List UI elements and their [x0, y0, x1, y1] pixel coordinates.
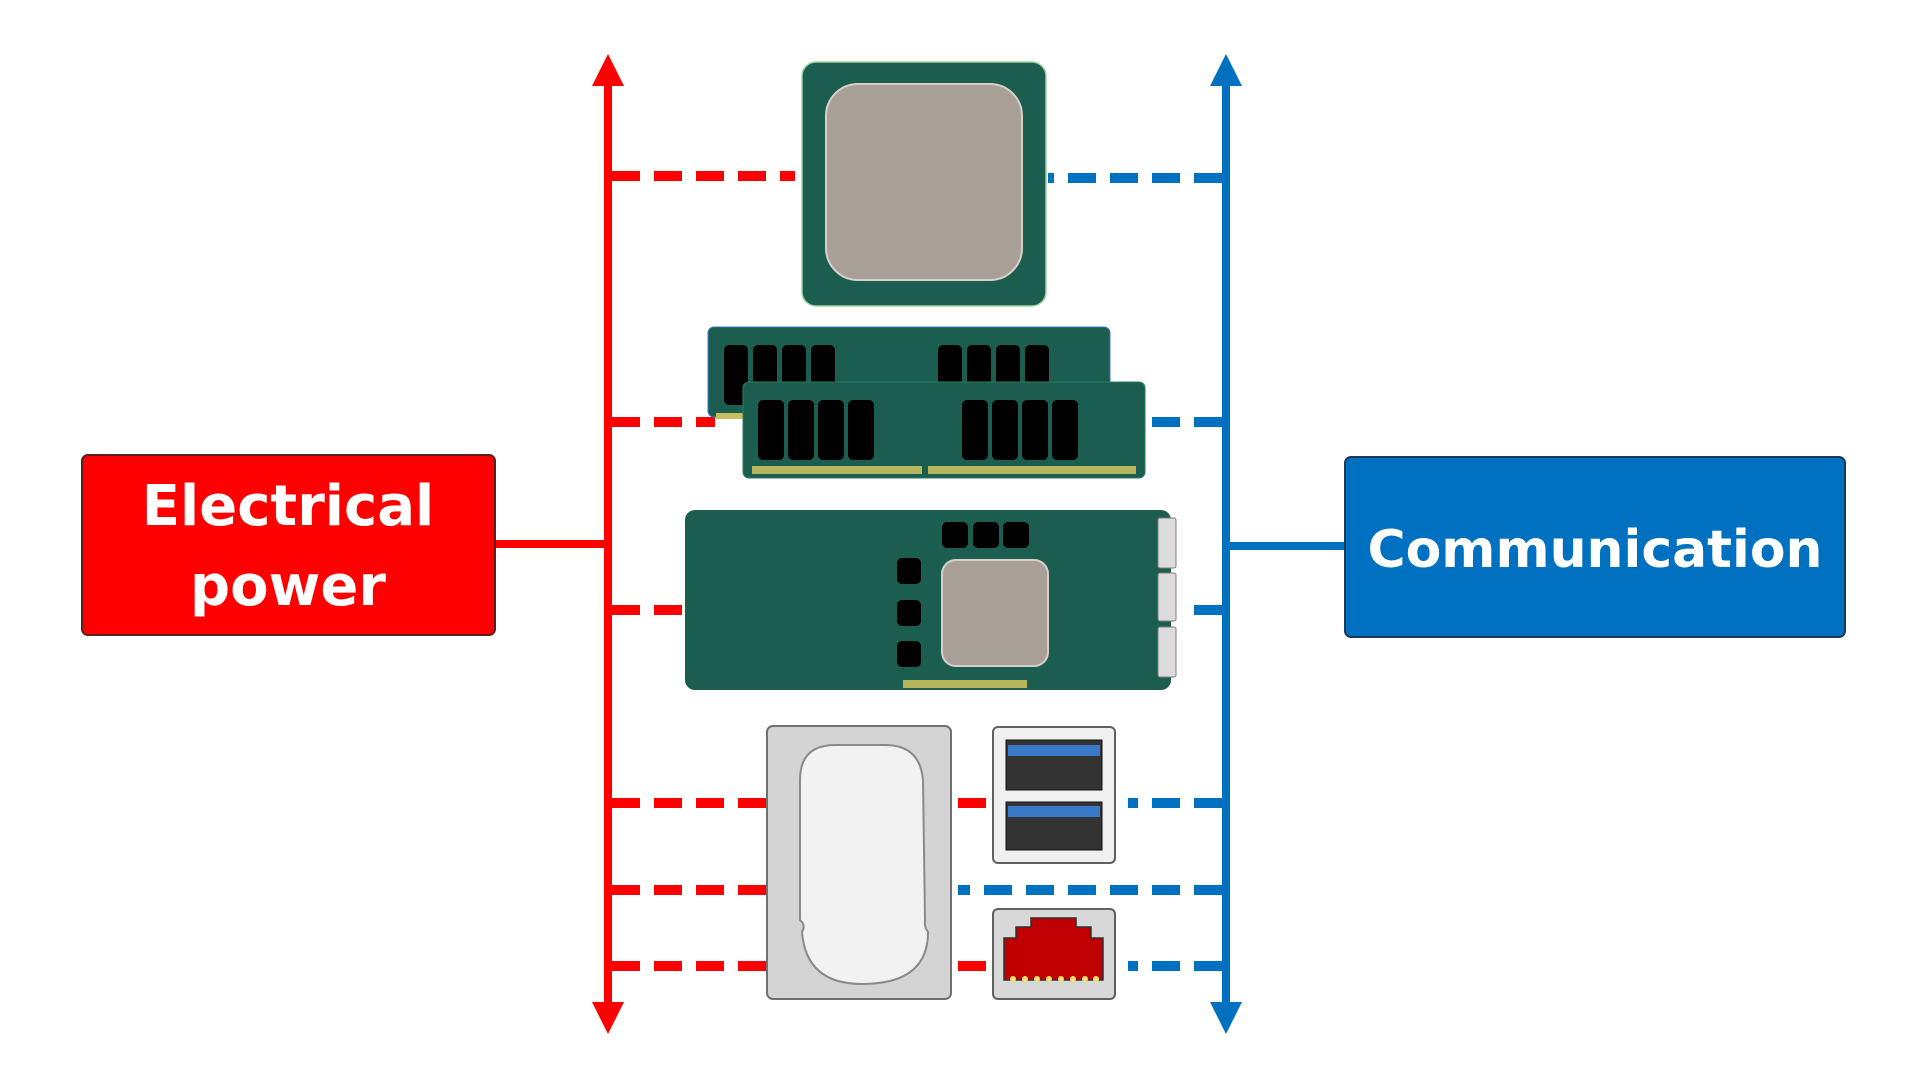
expansion-card-ports [1157, 517, 1177, 678]
usb-port-top [1005, 739, 1103, 791]
electrical-power-label-line2: power [190, 554, 386, 619]
ram-gold-contacts-left [752, 466, 922, 474]
communication-label: Communication [1368, 520, 1823, 580]
ram-module-front [742, 381, 1146, 479]
usb-ports-icon [992, 726, 1116, 864]
ethernet-port-icon [992, 908, 1116, 1000]
power-bus [495, 54, 1005, 1034]
expansion-card-processor [941, 559, 1049, 667]
hdd-platter [799, 744, 930, 986]
ram-gold-contacts-right [928, 466, 1136, 474]
ethernet-port-pins [1010, 976, 1099, 982]
power-dashed-links [612, 171, 1005, 971]
expansion-card-gold-contacts [903, 680, 1027, 688]
electrical-power-box: Electrical power [81, 454, 496, 636]
communication-bus [958, 54, 1345, 1034]
ram-icon [707, 326, 1146, 479]
hdd-icon [766, 725, 952, 1000]
electrical-power-label-line1: Electrical [142, 474, 434, 539]
cpu-icon [801, 61, 1047, 307]
usb-port-bottom [1005, 801, 1103, 851]
expansion-card-chips [897, 522, 1029, 667]
communication-box: Communication [1344, 456, 1846, 638]
expansion-card-icon [685, 510, 1177, 690]
communication-dashed-links [958, 173, 1222, 971]
